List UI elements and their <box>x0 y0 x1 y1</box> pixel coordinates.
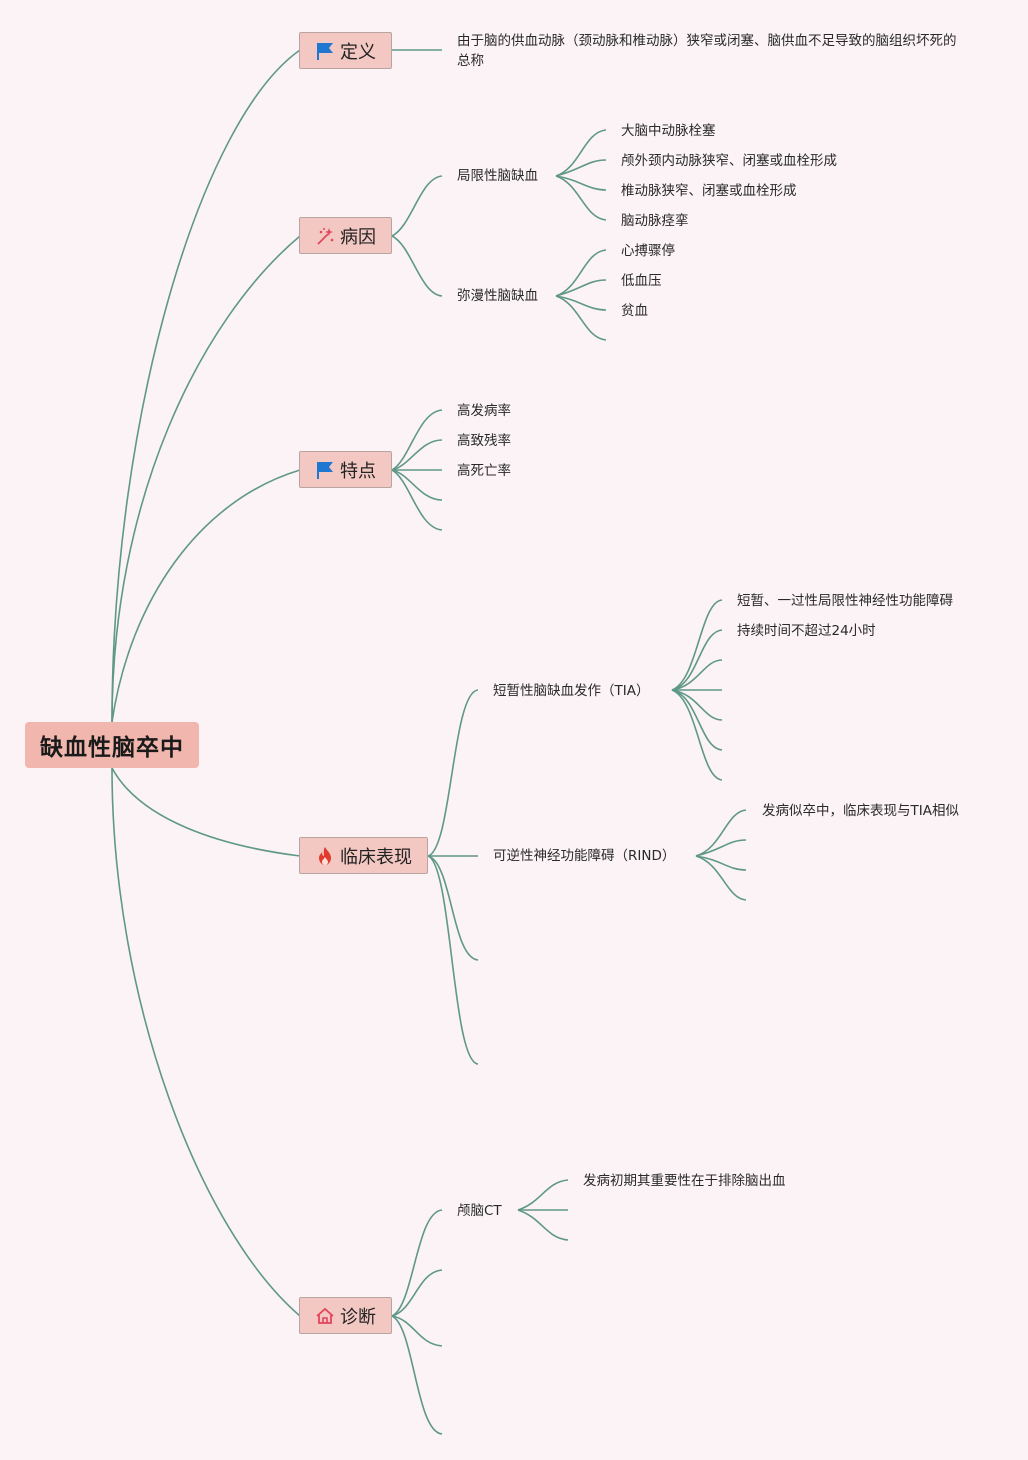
fire-icon <box>315 846 335 866</box>
list-item: 高发病率 <box>457 403 511 419</box>
diagnosis-ct-label[interactable]: 颅脑CT <box>457 1203 502 1219</box>
root-node[interactable]: 缺血性脑卒中 <box>25 722 199 768</box>
list-item: 贫血 <box>621 303 648 319</box>
list-item: 发病初期其重要性在于排除脑出血 <box>583 1173 786 1189</box>
clinical-rind-label[interactable]: 可逆性神经功能障碍（RIND） <box>493 848 676 864</box>
list-item: 高致残率 <box>457 433 511 449</box>
connector-diagnosis-ct <box>391 1209 443 1317</box>
list-item: 发病似卒中，临床表现与TIA相似 <box>762 803 959 819</box>
connector-root-feature <box>111 469 301 723</box>
connector-root-diagnosis <box>111 767 301 1317</box>
list-item: 颅外颈内动脉狭窄、闭塞或血栓形成 <box>621 153 837 169</box>
definition-text: 由于脑的供血动脉（颈动脉和椎动脉）狭窄或闭塞、脑供血不足导致的脑组织坏死的总称 <box>457 33 957 69</box>
topic-definition-label: 定义 <box>340 41 376 63</box>
list-item: 短暂、一过性局限性神经性功能障碍 <box>737 593 953 609</box>
connector-root-clinical <box>111 767 301 857</box>
sparkle-icon <box>315 226 335 246</box>
connector-clinical-tia <box>427 689 479 857</box>
topic-diagnosis[interactable]: 诊断 <box>299 1297 392 1334</box>
topic-clinical-label: 临床表现 <box>340 846 412 868</box>
topic-definition[interactable]: 定义 <box>299 32 392 69</box>
blue-flag-icon <box>315 460 335 480</box>
list-item: 低血压 <box>621 273 662 289</box>
list-item: 高死亡率 <box>457 463 511 479</box>
list-item: 心搏骤停 <box>621 243 675 259</box>
topic-feature[interactable]: 特点 <box>299 451 392 488</box>
topic-feature-label: 特点 <box>340 460 376 482</box>
connector-cause-diffuse <box>391 235 443 297</box>
connector-root-cause <box>111 235 301 723</box>
cause-diffuse-label[interactable]: 弥漫性脑缺血 <box>457 288 538 304</box>
topic-diagnosis-label: 诊断 <box>340 1306 376 1328</box>
blue-flag-icon <box>315 41 335 61</box>
list-item: 脑动脉痉挛 <box>621 213 689 229</box>
list-item: 持续时间不超过24小时 <box>737 623 876 639</box>
topic-clinical[interactable]: 临床表现 <box>299 837 428 874</box>
topic-cause[interactable]: 病因 <box>299 217 392 254</box>
home-icon <box>315 1306 335 1326</box>
clinical-tia-label[interactable]: 短暂性脑缺血发作（TIA） <box>493 683 650 699</box>
topic-cause-label: 病因 <box>340 226 376 248</box>
list-item: 椎动脉狭窄、闭塞或血栓形成 <box>621 183 797 199</box>
connector-root-definition <box>111 49 301 723</box>
cause-local-label[interactable]: 局限性脑缺血 <box>457 168 538 184</box>
list-item: 大脑中动脉栓塞 <box>621 123 716 139</box>
connector-cause-local <box>391 175 443 237</box>
